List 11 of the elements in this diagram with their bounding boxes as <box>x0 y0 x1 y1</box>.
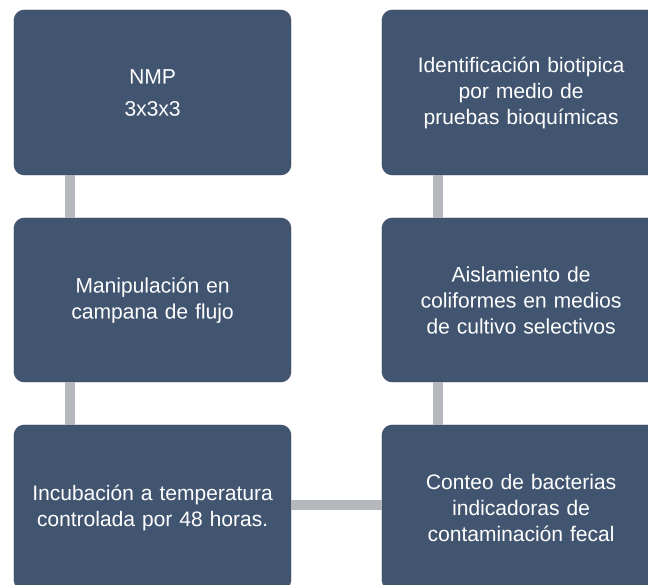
process-box: Aislamiento de coliformes en medios de cultivo selectivos <box>382 218 648 382</box>
connector-bar <box>65 175 75 218</box>
process-box: Manipulación en campana de flujo <box>14 218 292 382</box>
connector-bar <box>433 175 443 218</box>
process-box: Identificación biotipica por medio de pruebas bioquímicas <box>382 10 648 176</box>
connector-bar <box>65 382 75 425</box>
process-box: Incubación a temperatura controlada por 48 horas. <box>14 424 292 585</box>
process-box: Conteo de bacterias indicadoras de contaminación fecal <box>382 424 648 585</box>
process-box: NMP 3x3x3 <box>14 10 292 176</box>
connector-bar <box>433 382 443 425</box>
connector-bar <box>291 500 382 510</box>
